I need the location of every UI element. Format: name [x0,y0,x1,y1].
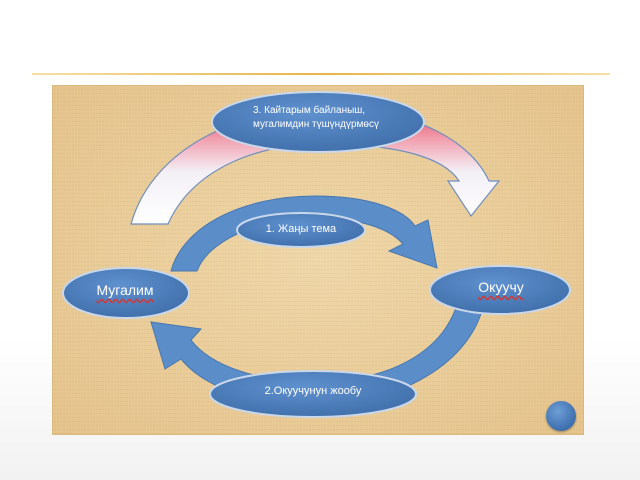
student-node [429,265,571,315]
diagram-panel: 3. Кайтарым байланыш, мугалимдин түшүндү… [52,85,584,435]
cycle-diagram [62,91,571,418]
feedback-label-line2: мугалимдин түшүндүрмөсү [253,119,379,130]
answer-node [209,370,417,418]
circle-button-icon[interactable] [546,401,576,431]
answer-node-label: 2.Окуучунун жообу [264,385,362,397]
teacher-node-label: Мугалим [96,282,154,298]
feedback-node-label: 3. Кайтарым байланыш, мугалимдин түшүндү… [253,104,423,132]
feedback-label-line1: 3. Кайтарым байланыш, [253,105,366,116]
feedback-node [211,91,425,153]
topic-node-label: 1. Жаңы тема [265,223,337,235]
student-node-label: Окуучу [478,279,524,295]
topic-node [236,212,366,248]
title-divider-line [32,73,610,75]
teacher-node [62,267,190,319]
